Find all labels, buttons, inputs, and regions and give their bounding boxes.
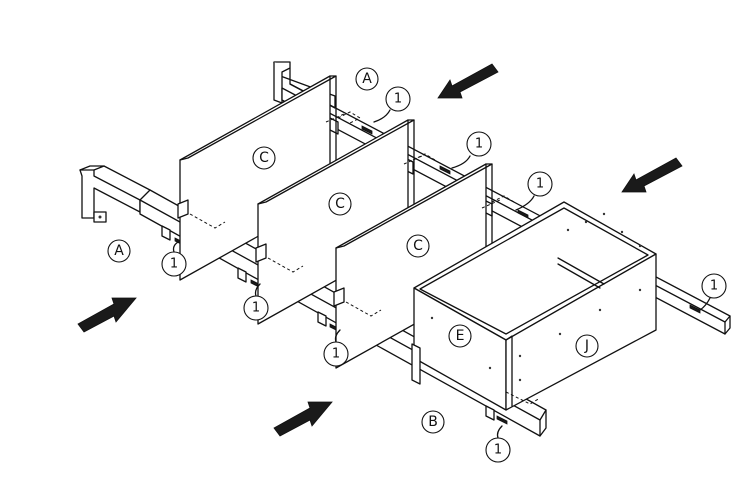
callout-4: 1 [699, 273, 727, 311]
callout-8: 1 [485, 425, 511, 463]
svg-text:1: 1 [710, 279, 718, 294]
arrow-top-center [437, 63, 499, 99]
svg-text:1: 1 [332, 347, 340, 362]
arrow-bottom [273, 401, 333, 437]
label-c-1: C [252, 146, 276, 170]
label-c-2: C [328, 192, 352, 216]
svg-text:A: A [362, 71, 372, 87]
label-c-3: C [406, 234, 430, 258]
callout-5: 1 [161, 241, 187, 277]
callout-1: 1 [373, 86, 411, 123]
svg-text:C: C [413, 238, 423, 254]
label-j-panel: J [575, 334, 599, 358]
arrow-left [77, 297, 137, 333]
svg-text:E: E [456, 328, 465, 344]
label-a-back: A [355, 67, 379, 91]
svg-text:C: C [259, 150, 269, 166]
storage-box [411, 201, 657, 411]
callout-2: 1 [451, 131, 492, 169]
direction-arrows [77, 63, 683, 437]
svg-text:B: B [428, 414, 438, 430]
svg-text:1: 1 [252, 301, 260, 316]
label-b-rail: B [421, 410, 445, 434]
svg-text:1: 1 [536, 177, 544, 192]
label-e-panel: E [448, 324, 472, 348]
callout-6: 1 [243, 283, 269, 321]
svg-text:1: 1 [494, 443, 502, 458]
divider-panel-3 [333, 163, 501, 369]
svg-text:1: 1 [475, 137, 483, 152]
fastener-callouts: 1 1 1 1 1 1 1 1 [161, 86, 727, 463]
svg-text:1: 1 [394, 92, 402, 107]
svg-text:1: 1 [170, 257, 178, 272]
arrow-top-right [621, 157, 683, 193]
callout-3: 1 [515, 171, 553, 211]
label-a-front: A [107, 239, 131, 263]
callout-7: 1 [323, 329, 349, 367]
svg-text:C: C [335, 196, 345, 212]
svg-text:J: J [584, 338, 589, 354]
divider-panel-2 [255, 119, 423, 325]
part-labels: A A B C C C E J [107, 67, 599, 434]
svg-text:A: A [114, 243, 124, 259]
